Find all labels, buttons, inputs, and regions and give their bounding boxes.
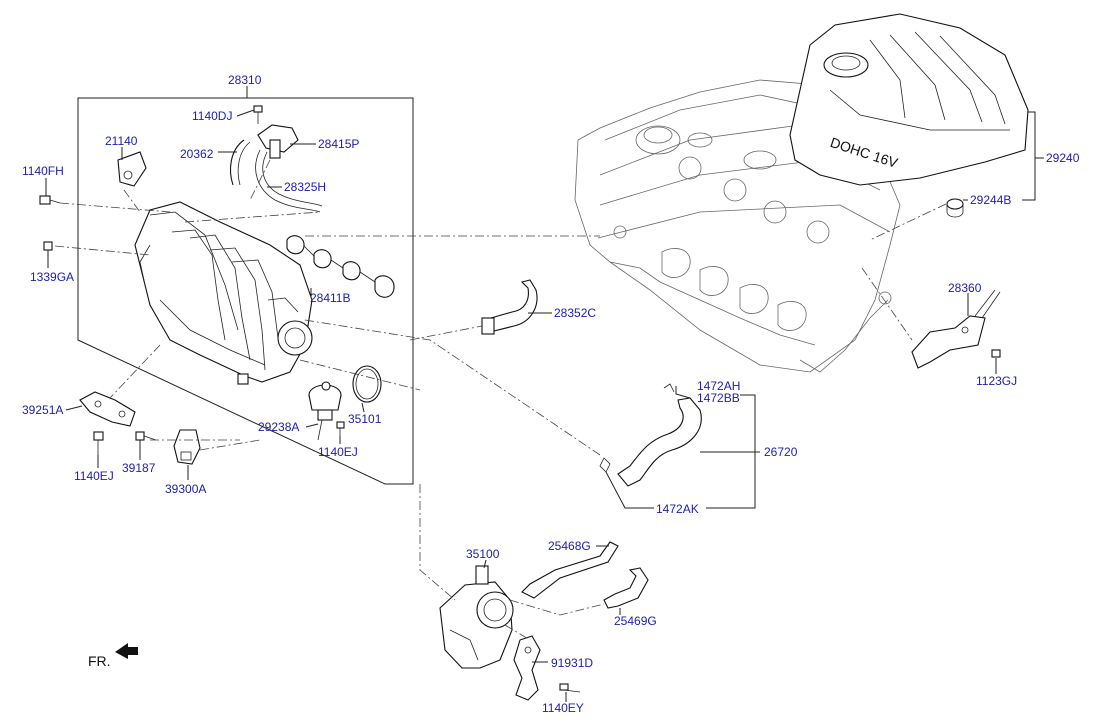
label-29238a: 29238A bbox=[258, 420, 299, 434]
label-39300a: 39300A bbox=[165, 482, 206, 496]
engine-block-outline bbox=[574, 79, 901, 373]
hose-26720 bbox=[617, 397, 702, 487]
gasket-35101 bbox=[352, 365, 382, 403]
clamp-1472ah bbox=[663, 383, 675, 393]
leader-lines bbox=[45, 109, 1044, 702]
hose-28352c bbox=[481, 279, 538, 335]
label-91931d: 91931D bbox=[551, 656, 593, 670]
manifold-gasket bbox=[286, 235, 395, 298]
bracket-91931d bbox=[513, 635, 541, 701]
label-1123gj: 1123GJ bbox=[976, 374, 1017, 388]
front-direction-label: FR. bbox=[88, 653, 111, 669]
assembly-lines bbox=[54, 159, 947, 641]
label-1472ah: 1472AH bbox=[697, 379, 740, 393]
label-1140ej-middle: 1140EJ bbox=[318, 445, 358, 459]
bolt-1123gj bbox=[991, 349, 1001, 358]
label-25468g: 25468G bbox=[548, 539, 591, 553]
sensor-39300a bbox=[173, 429, 201, 465]
bolt-1140fh bbox=[39, 195, 61, 205]
throttle-body-35100 bbox=[439, 565, 514, 669]
clamp-1472ak bbox=[599, 457, 611, 473]
label-28352c: 28352C bbox=[554, 306, 596, 320]
label-29244b: 29244B bbox=[970, 193, 1011, 207]
hose-28325h bbox=[255, 149, 323, 213]
label-1472bb: 1472BB bbox=[697, 391, 740, 405]
label-35101: 35101 bbox=[348, 412, 382, 426]
manifold-boundary bbox=[77, 86, 414, 485]
stud-1339ga bbox=[43, 241, 53, 251]
bolt-1140dj bbox=[253, 105, 263, 124]
bracket-28360 bbox=[911, 289, 1001, 369]
fitting-21140 bbox=[117, 151, 147, 187]
grommet-29244b bbox=[946, 198, 964, 218]
label-1140dj: 1140DJ bbox=[192, 109, 232, 123]
label-1140fh: 1140FH bbox=[22, 164, 64, 178]
bolt-1140ej-b bbox=[336, 421, 345, 436]
label-26720: 26720 bbox=[764, 445, 798, 459]
label-20362: 20362 bbox=[180, 147, 214, 161]
actuator-29238a bbox=[308, 381, 342, 441]
engine-cover: DOHC 16V bbox=[789, 13, 1029, 186]
hose-20362 bbox=[230, 139, 251, 186]
label-39187: 39187 bbox=[122, 461, 156, 475]
pcv-valve-28415p bbox=[257, 124, 299, 159]
intake-manifold bbox=[134, 201, 313, 385]
label-25469g: 25469G bbox=[614, 614, 657, 628]
label-1140ey: 1140EY bbox=[542, 701, 584, 715]
label-1140ej-left: 1140EJ bbox=[74, 469, 114, 483]
label-29240: 29240 bbox=[1046, 151, 1080, 165]
bolt-39187 bbox=[135, 431, 157, 441]
label-39251a: 39251A bbox=[22, 403, 63, 417]
label-1472ak: 1472AK bbox=[656, 502, 699, 516]
bolt-1140ej-a bbox=[93, 431, 104, 455]
label-28360: 28360 bbox=[948, 281, 982, 295]
label-28415p: 28415P bbox=[318, 137, 359, 151]
label-1339ga: 1339GA bbox=[30, 270, 74, 284]
label-28325h: 28325H bbox=[284, 180, 326, 194]
hose-25468g bbox=[521, 541, 619, 599]
hose-25469g bbox=[603, 567, 649, 609]
label-35100: 35100 bbox=[466, 547, 500, 561]
bolt-1140ey bbox=[559, 683, 581, 693]
label-21140: 21140 bbox=[105, 134, 138, 148]
label-28411b: 28411B bbox=[310, 291, 350, 305]
front-direction-arrow bbox=[115, 643, 138, 659]
label-28310: 28310 bbox=[228, 73, 262, 87]
bracket-39251a bbox=[79, 391, 136, 427]
